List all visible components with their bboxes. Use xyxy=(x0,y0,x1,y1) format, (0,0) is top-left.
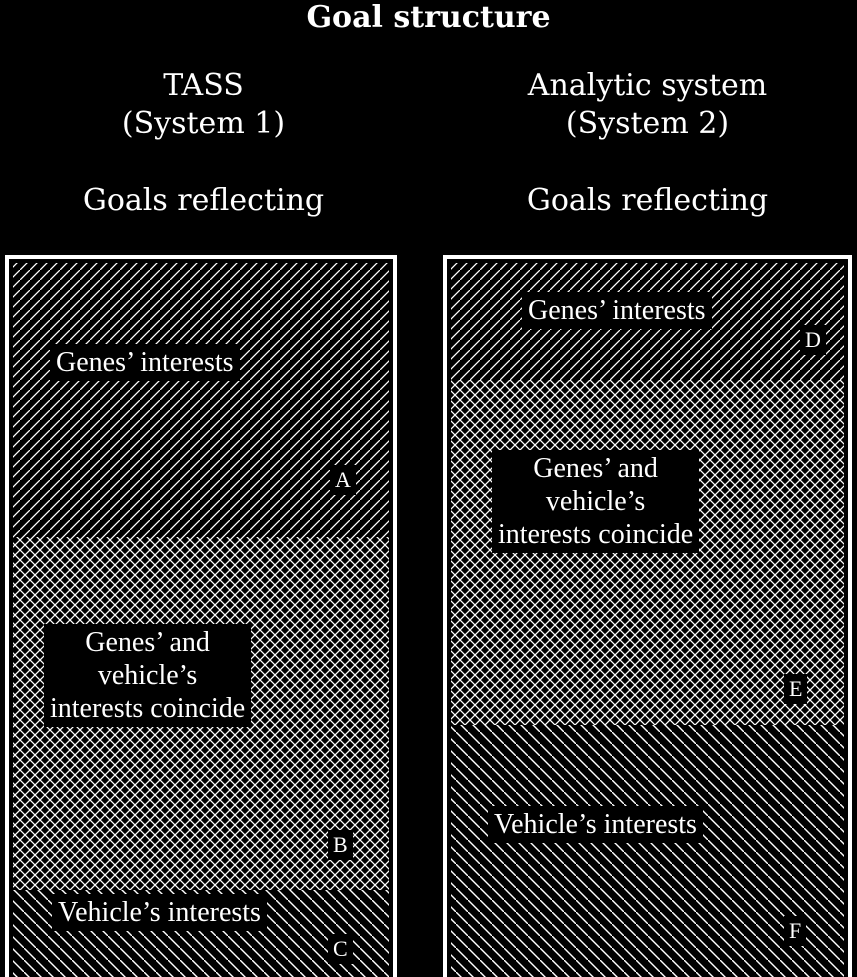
region-a-label: Genes’ interests xyxy=(50,344,240,381)
region-e-label-line-3: interests coincide xyxy=(498,519,694,550)
region-f-label: Vehicle’s interests xyxy=(488,806,703,843)
region-e-label: Genes’ and vehicle’s interests coincide xyxy=(492,450,700,553)
region-c-letter: C xyxy=(328,934,353,964)
right-goals-label: Goals reflecting xyxy=(526,183,769,218)
left-goals-label: Goals reflecting xyxy=(82,183,325,218)
region-e-letter: E xyxy=(784,674,808,704)
region-a xyxy=(13,263,389,537)
region-a-letter: A xyxy=(330,465,356,495)
region-b-label: Genes’ and vehicle’s interests coincide xyxy=(44,624,252,727)
diagram-title: Goal structure xyxy=(306,0,551,35)
region-b-label-line-1: Genes’ and xyxy=(85,627,210,658)
region-e-label-line-1: Genes’ and xyxy=(533,453,658,484)
left-heading: TASS xyxy=(163,68,244,103)
region-d-label: Genes’ interests xyxy=(522,292,712,329)
region-e-label-line-2: vehicle’s xyxy=(545,486,646,517)
region-c-label: Vehicle’s interests xyxy=(52,894,267,931)
region-f xyxy=(451,725,844,977)
left-subheading: (System 1) xyxy=(121,106,286,141)
region-f-letter: F xyxy=(784,916,807,946)
right-heading: Analytic system xyxy=(527,68,768,103)
region-b-letter: B xyxy=(328,830,353,860)
right-subheading: (System 2) xyxy=(565,106,730,141)
region-b-label-line-3: interests coincide xyxy=(50,693,246,724)
region-b-label-line-2: vehicle’s xyxy=(97,660,198,691)
region-d-letter: D xyxy=(800,325,826,355)
